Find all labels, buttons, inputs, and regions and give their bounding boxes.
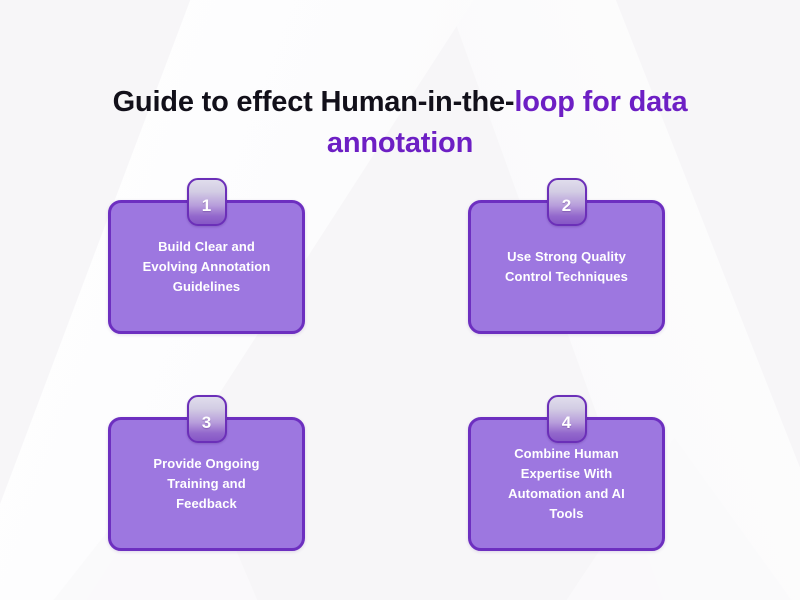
step-card-text-2: Use Strong Quality Control Techniques [505, 249, 628, 284]
step-card-text-3: Provide Ongoing Training and Feedback [153, 456, 260, 511]
page-title: Guide to effect Human-in-the-loop for da… [90, 82, 710, 164]
step-number-badge-3: 3 [186, 395, 227, 443]
step-number-label-3: 3 [201, 412, 212, 432]
step-number-badge-4: 4 [546, 395, 587, 443]
step-number-label-4: 4 [561, 412, 572, 432]
step-card-3[interactable]: 3 Provide Ongoing Training and Feedback [108, 395, 305, 551]
step-card-1[interactable]: 1 Build Clear and Evolving Annotation Gu… [108, 178, 305, 334]
steps-row-bottom: 3 Provide Ongoing Training and Feedback … [108, 395, 665, 551]
step-number-badge-1: 1 [186, 178, 227, 226]
page-title-dark-part: Guide to effect Human-in-the- [112, 86, 515, 119]
page-title-accent-part-1: loop for [514, 86, 621, 119]
page-title-accent-part-2: data annotation [326, 86, 688, 160]
step-number-label-2: 2 [561, 195, 572, 215]
step-card-text-4: Combine Human Expertise With Automation … [508, 446, 625, 521]
step-card-4[interactable]: 4 Combine Human Expertise With Automatio… [468, 395, 665, 551]
step-number-badge-2: 2 [546, 178, 587, 226]
steps-grid: 1 Build Clear and Evolving Annotation Gu… [108, 178, 665, 551]
steps-row-top: 1 Build Clear and Evolving Annotation Gu… [108, 178, 665, 334]
step-card-2[interactable]: 2 Use Strong Quality Control Techniques [468, 178, 665, 334]
step-number-label-1: 1 [201, 195, 212, 215]
step-card-text-1: Build Clear and Evolving Annotation Guid… [142, 239, 271, 294]
